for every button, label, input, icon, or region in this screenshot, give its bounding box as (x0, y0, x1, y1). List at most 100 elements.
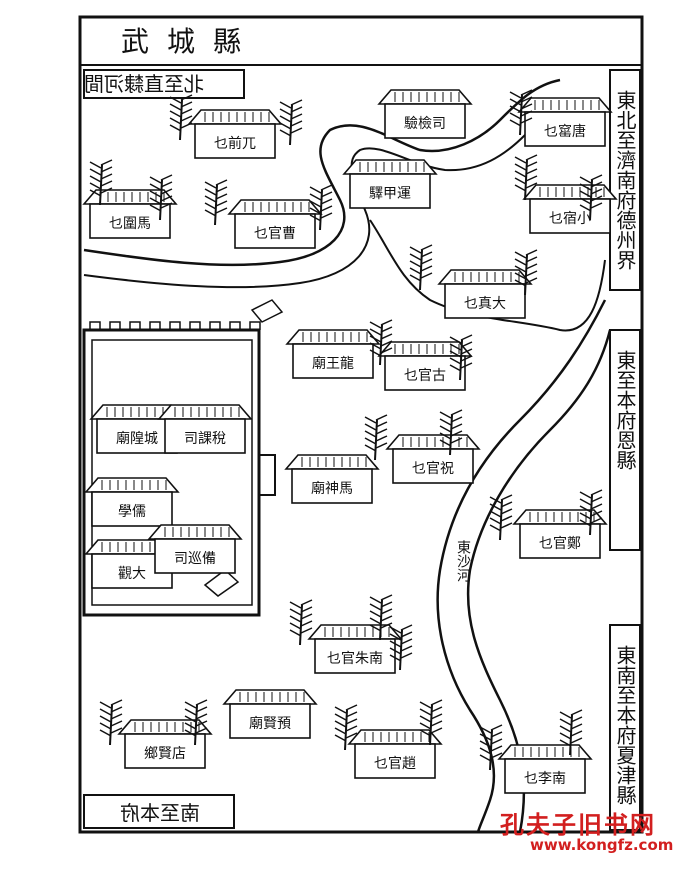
building-ruxue: 學儒 (84, 477, 180, 527)
building-roof (347, 729, 443, 745)
building-roof (517, 97, 613, 113)
tree (449, 334, 473, 381)
building-roof (522, 184, 618, 200)
building-body (314, 638, 396, 674)
building-body (354, 743, 436, 779)
building-label: 乜圍馬 (109, 216, 151, 232)
northeast-label-box (609, 69, 641, 291)
building-zhiguan: 乜官祝 (385, 434, 481, 484)
roof-tiles (204, 112, 270, 122)
north-label-box (83, 69, 245, 99)
building-dangyao: 乜窰唐 (517, 97, 613, 147)
building-roof (187, 109, 283, 125)
building-label: 觀大 (118, 566, 146, 582)
tree (184, 699, 208, 746)
building-juxian: 鄉賢店 (117, 719, 213, 769)
southeast-boundary-label: 東南至本府夏津縣 (613, 645, 637, 805)
building-body (291, 468, 373, 504)
building-label: 司課稅 (184, 431, 226, 447)
building-zhengguan: 乜官鄭 (512, 509, 608, 559)
building-label: 乜官曹 (254, 226, 296, 242)
building-body (384, 355, 466, 391)
building-label: 驗檢司 (404, 115, 446, 132)
building-roof (157, 404, 253, 420)
roof-tiles (174, 407, 240, 417)
building-label: 乜李南 (524, 771, 566, 787)
building-body (154, 538, 236, 574)
roof-tiles (364, 732, 430, 742)
tree (514, 154, 538, 201)
south-label-box (83, 794, 235, 829)
building-body (349, 173, 431, 209)
tree (579, 489, 603, 536)
roof-tiles (359, 162, 425, 172)
building-roof (222, 689, 318, 705)
building-nanli: 乜李南 (497, 744, 593, 794)
building-yunsi: 驛甲運 (342, 159, 438, 209)
building-label: 乜官鄭 (539, 536, 581, 552)
building-dazhen: 乜真大 (437, 269, 533, 319)
tree (149, 174, 173, 221)
building-label: 鄉賢店 (144, 746, 186, 762)
building-body (194, 123, 276, 159)
building-yuke: 司課稅 (157, 404, 253, 454)
tree (479, 724, 503, 771)
building-chenghuang: 廟隍城 (89, 404, 185, 454)
tree (579, 174, 603, 221)
buildings-layer: 乜前兀驗檢司乜窰唐乜圍馬乜官曹驛甲運乜宿小乜真大廟王龍乜官古廟隍城司課稅學儒乜官… (82, 89, 618, 794)
east-river-west-bank (436, 299, 607, 833)
building-body (524, 111, 606, 147)
building-label: 學儒 (118, 504, 146, 520)
building-roof (147, 524, 243, 540)
wall-tower-se (203, 569, 240, 597)
building-roof (342, 159, 438, 175)
building-label: 乜宿小 (549, 210, 591, 227)
building-roof (84, 477, 180, 493)
building-roof (377, 341, 473, 357)
wall-crenellation (89, 321, 261, 331)
tree (409, 244, 433, 291)
map-frame (78, 15, 644, 834)
town-inner-wall (91, 339, 253, 606)
building-bingxiang: 司巡備 (147, 524, 243, 574)
roof-tiles (394, 92, 460, 102)
building-body (519, 523, 601, 559)
tree (99, 699, 123, 746)
building-label: 乜官朱南 (327, 651, 383, 667)
south-boundary-label: 南至本府 (120, 801, 200, 825)
roof-tiles (302, 332, 368, 342)
building-body (234, 213, 316, 249)
building-nanzhu: 乜官朱南 (307, 624, 403, 674)
map-title: 武城縣 (121, 25, 259, 58)
northeast-boundary-label: 東北至濟南府德州界 (613, 90, 637, 270)
building-guguan: 乜官古 (377, 341, 473, 391)
tree (489, 494, 513, 541)
roof-tiles (534, 100, 600, 110)
east-river-east-bank (466, 329, 612, 833)
river-label: 東沙河 (455, 540, 471, 582)
tree (334, 704, 358, 751)
east-gate (259, 454, 276, 496)
roof-tiles (301, 457, 367, 467)
roof-tiles (454, 272, 520, 282)
building-yuanqian: 乜前兀 (187, 109, 283, 159)
building-label: 乜前兀 (214, 135, 256, 152)
building-body (89, 203, 171, 239)
tree (559, 709, 583, 756)
building-yuxian: 廟賢預 (222, 689, 318, 739)
building-label: 司巡備 (174, 551, 216, 567)
north-boundary-label: 北至直隸河間 (84, 72, 204, 96)
building-madian: 乜圍馬 (82, 189, 178, 239)
building-label: 乜官古 (404, 368, 446, 384)
building-caoguan: 乜官曹 (227, 199, 323, 249)
building-body (164, 418, 246, 454)
building-roof (285, 329, 381, 345)
watermark-url: www.kongfz.com (530, 836, 674, 854)
tree (509, 89, 533, 136)
building-body (96, 418, 178, 454)
building-body (229, 703, 311, 739)
building-label: 乜官祝 (412, 461, 454, 477)
building-label: 廟王龍 (312, 355, 354, 372)
watermark-title: 孔夫子旧书网 (500, 811, 656, 839)
